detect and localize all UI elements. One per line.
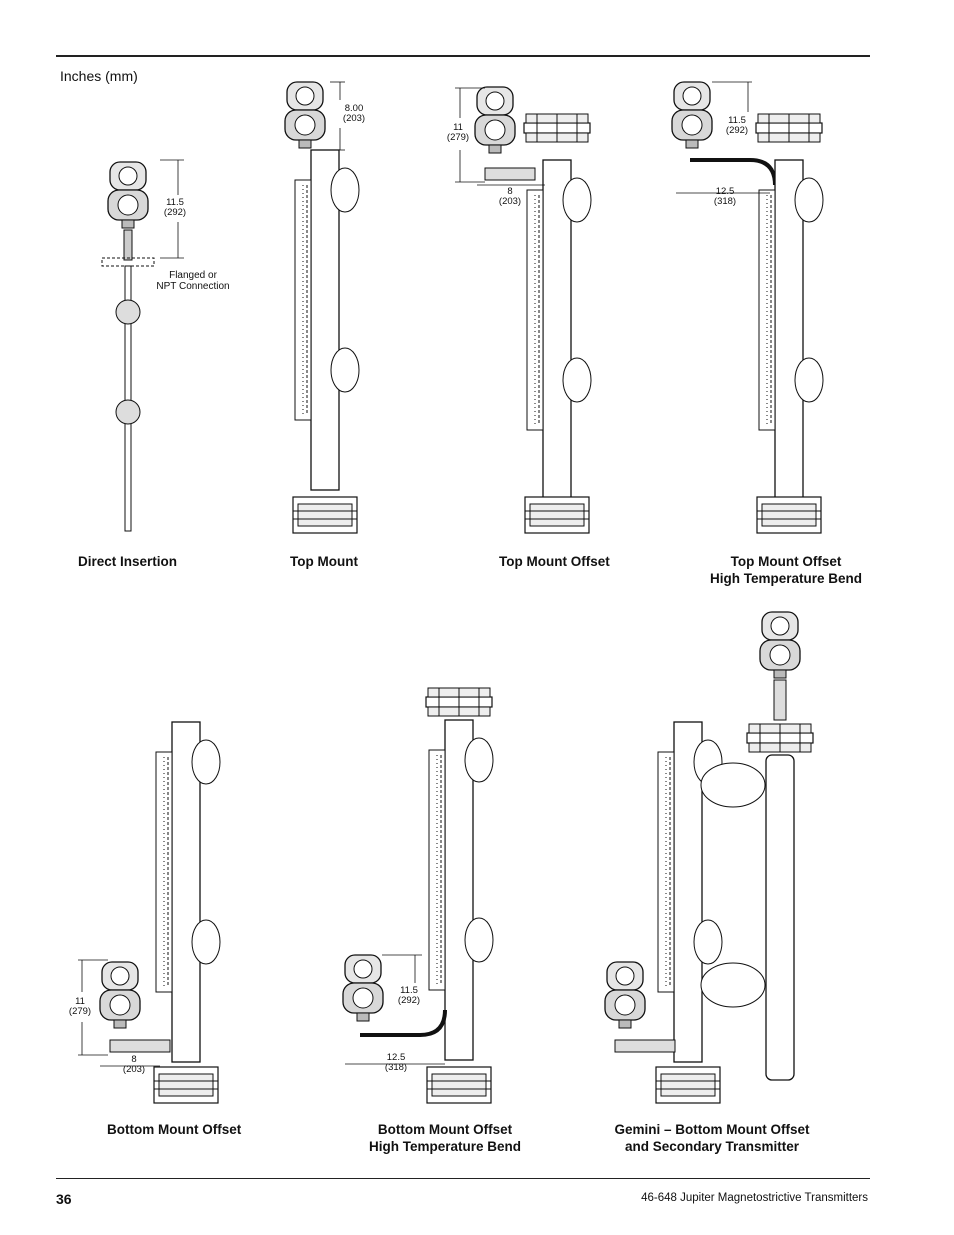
bottom-mount-offset-height-dim: 11 (279) — [66, 997, 94, 1017]
dim-inches: 12.5 — [386, 1052, 406, 1063]
dim-mm: (279) — [446, 132, 470, 143]
dim-inches: 11 — [453, 122, 463, 133]
header-rule — [56, 55, 870, 57]
bottom-mount-offset-htb-drawing — [342, 687, 494, 1104]
dim-inches: 11.5 — [166, 197, 184, 208]
caption-line-1: Gemini – Bottom Mount Offset — [614, 1122, 810, 1137]
note-line-2: NPT Connection — [156, 281, 230, 292]
top-mount-offset-htb-drawing — [671, 81, 824, 534]
dim-inches: 12.5 — [715, 186, 735, 197]
caption-gemini: Gemini – Bottom Mount Offset and Seconda… — [606, 1121, 818, 1155]
caption-direct-insertion: Direct Insertion — [78, 554, 178, 569]
caption-line-2: High Temperature Bend — [709, 571, 863, 586]
caption-bottom-mount-offset: Bottom Mount Offset — [107, 1122, 242, 1137]
dim-mm: (279) — [68, 1006, 92, 1017]
top-mount-drawing — [284, 81, 360, 534]
top-mount-offset-htb-width-dim: 12.5 (318) — [710, 187, 740, 207]
caption-top-mount-offset-htb: Top Mount Offset High Temperature Bend — [706, 553, 866, 587]
note-line-1: Flanged or — [169, 270, 217, 281]
dim-inches: 8.00 — [344, 103, 364, 114]
dim-mm: (318) — [713, 196, 737, 207]
dim-mm: (292) — [163, 207, 187, 218]
direct-insertion-height-dim: 11.5 (292) — [160, 198, 190, 218]
dim-inches: 8 — [131, 1054, 137, 1065]
dim-mm: (203) — [498, 196, 522, 207]
top-mount-offset-width-dim: 8 (203) — [496, 187, 524, 207]
dim-mm: (292) — [725, 125, 749, 136]
footer-rule — [56, 1178, 870, 1179]
document-title: 46-648 Jupiter Magnetostrictive Transmit… — [641, 1192, 868, 1204]
top-mount-offset-htb-height-dim: 11.5 (292) — [722, 116, 752, 136]
bottom-mount-offset-htb-height-dim: 11.5 (292) — [394, 986, 424, 1006]
dim-inches: 11 — [75, 996, 85, 1007]
top-mount-height-dim: 8.00 (203) — [340, 104, 368, 124]
caption-top-mount: Top Mount — [290, 554, 358, 569]
caption-line-1: Bottom Mount Offset — [377, 1122, 513, 1137]
bottom-mount-offset-drawing — [78, 721, 221, 1104]
dim-inches: 11.5 — [400, 985, 418, 996]
caption-bottom-mount-offset-htb: Bottom Mount Offset High Temperature Ben… — [364, 1121, 526, 1155]
dim-mm: (203) — [122, 1064, 146, 1075]
top-mount-offset-height-dim: 11 (279) — [444, 123, 472, 143]
bottom-mount-offset-htb-width-dim: 12.5 (318) — [381, 1053, 411, 1073]
top-mount-offset-drawing — [455, 86, 592, 534]
dim-inches: 8 — [507, 186, 513, 197]
dim-inches: 11.5 — [728, 115, 746, 126]
caption-line-1: Top Mount Offset — [730, 554, 842, 569]
caption-line-2: High Temperature Bend — [368, 1139, 522, 1154]
units-note: Inches (mm) — [60, 68, 138, 84]
direct-insertion-drawing — [101, 159, 184, 532]
connection-note: Flanged or NPT Connection — [148, 270, 238, 292]
bottom-mount-offset-width-dim: 8 (203) — [120, 1055, 148, 1075]
gemini-drawing — [604, 611, 814, 1104]
caption-line-2: and Secondary Transmitter — [624, 1139, 800, 1154]
dim-mm: (292) — [397, 995, 421, 1006]
page-number: 36 — [56, 1191, 72, 1207]
caption-top-mount-offset: Top Mount Offset — [499, 554, 610, 569]
dim-mm: (318) — [384, 1062, 408, 1073]
dim-mm: (203) — [342, 113, 366, 124]
